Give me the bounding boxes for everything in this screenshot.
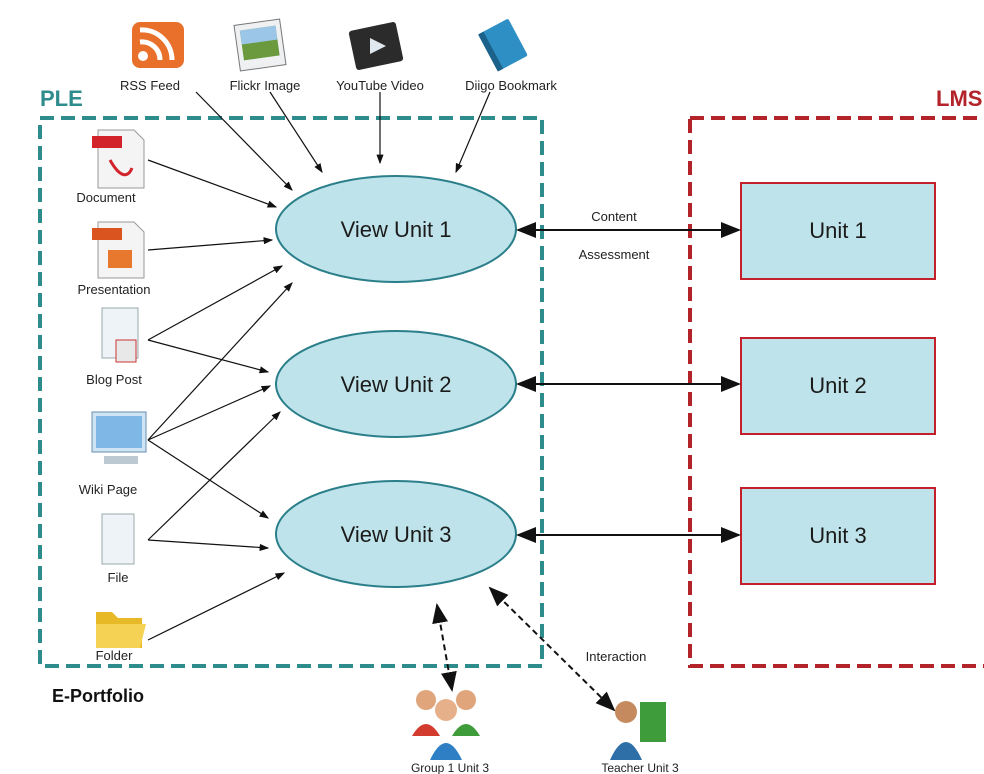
diigo-bookmark-label: Diigo Bookmark <box>465 78 557 93</box>
lms-unit-1: Unit 1 <box>740 182 936 280</box>
interaction-label: Interaction <box>586 649 647 664</box>
view-unit-2: View Unit 2 <box>275 330 517 438</box>
group-people-icon <box>412 690 480 760</box>
lms-region <box>688 116 984 668</box>
ple-title: PLE <box>40 86 83 111</box>
youtube-video-label: YouTube Video <box>336 78 424 93</box>
unit-connections <box>516 222 741 543</box>
left-source-arrows <box>147 159 293 641</box>
view-unit-2-label: View Unit 2 <box>341 372 452 397</box>
lms-unit-3: Unit 3 <box>740 487 936 585</box>
video-icon <box>348 22 404 70</box>
view-unit-1: View Unit 1 <box>275 175 517 283</box>
rss-feed-icon <box>132 22 184 68</box>
blog-post-label: Blog Post <box>86 372 142 387</box>
lms-unit-2-label: Unit 2 <box>809 373 866 398</box>
content-label: Content <box>591 209 637 224</box>
file-label: File <box>108 570 129 585</box>
flickr-image-label: Flickr Image <box>230 78 301 93</box>
view-unit-3: View Unit 3 <box>275 480 517 588</box>
lms-unit-3-label: Unit 3 <box>809 523 866 548</box>
blog-post-icon <box>101 307 139 363</box>
bookmark-book-icon <box>478 19 528 72</box>
view-unit-1-label: View Unit 1 <box>341 217 452 242</box>
lms-unit-2: Unit 2 <box>740 337 936 435</box>
lms-title: LMS <box>936 86 982 111</box>
lms-unit-1-label: Unit 1 <box>809 218 866 243</box>
teacher-label: Teacher Unit 3 <box>601 761 679 774</box>
file-icon <box>101 513 135 565</box>
image-icon <box>233 18 287 72</box>
presentation-label: Presentation <box>78 282 151 297</box>
group-label: Group 1 Unit 3 <box>411 761 489 774</box>
interaction-arrows <box>432 586 616 712</box>
top-source-arrows <box>195 91 491 191</box>
rss-feed-label: RSS Feed <box>120 78 180 93</box>
document-label: Document <box>76 190 136 205</box>
assessment-label: Assessment <box>579 247 650 262</box>
presentation-icon <box>92 221 145 279</box>
pdf-document-icon <box>92 129 145 189</box>
wiki-page-icon <box>91 411 147 464</box>
teacher-icon <box>610 701 666 760</box>
folder-label: Folder <box>96 648 134 663</box>
wiki-page-label: Wiki Page <box>79 482 138 497</box>
eportfolio-label: E-Portfolio <box>52 686 144 706</box>
folder-icon <box>96 612 146 648</box>
view-unit-3-label: View Unit 3 <box>341 522 452 547</box>
